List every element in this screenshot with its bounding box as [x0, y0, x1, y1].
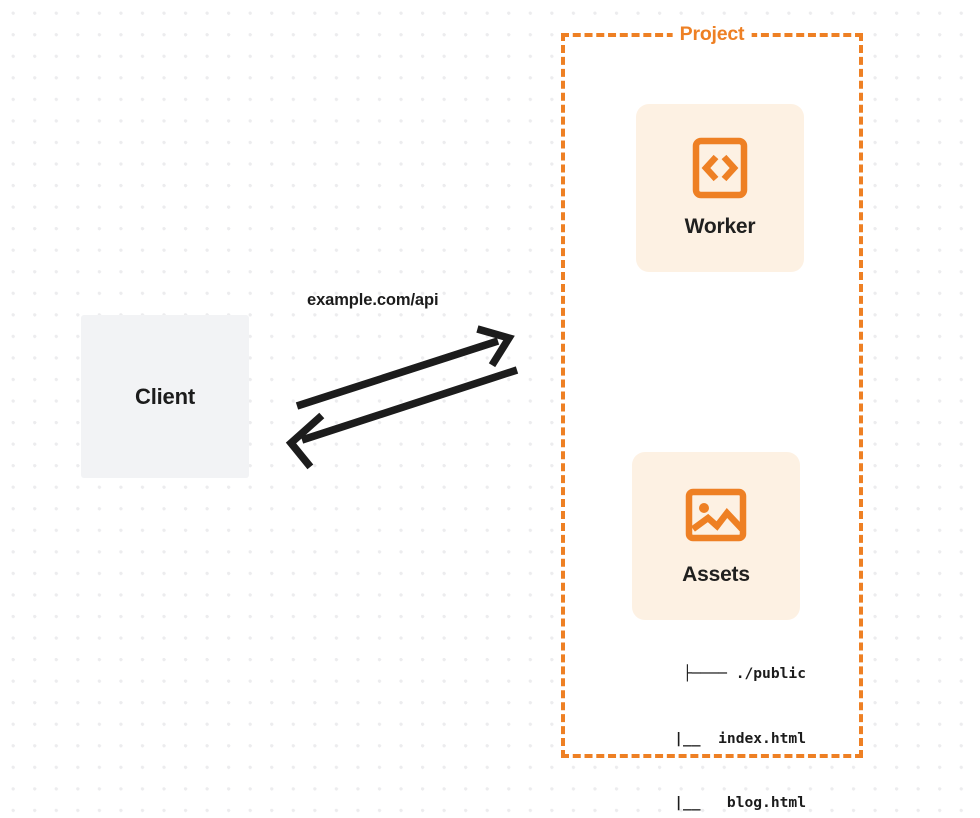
- code-brackets-icon: [689, 137, 751, 199]
- image-icon: [685, 485, 747, 547]
- project-title: Project: [672, 23, 752, 46]
- file-tree-line: |__ blog.html: [630, 794, 806, 811]
- request-arrow: [295, 325, 515, 410]
- client-label: Client: [135, 383, 195, 409]
- worker-label: Worker: [684, 215, 756, 238]
- project-container: Project Worker Assets: [561, 23, 863, 811]
- connection-label: example.com/api: [307, 291, 439, 309]
- client-node[interactable]: Client: [81, 315, 249, 478]
- assets-label: Assets: [682, 563, 750, 586]
- assets-card[interactable]: Assets: [632, 452, 800, 620]
- file-tree-line: ├──── ./public: [682, 665, 806, 682]
- response-arrow: [285, 366, 519, 470]
- assets-file-tree: ├──── ./public |__ index.html |__ blog.h…: [604, 620, 806, 818]
- worker-card[interactable]: Worker: [636, 104, 804, 272]
- file-tree-line: |__ index.html: [630, 729, 806, 747]
